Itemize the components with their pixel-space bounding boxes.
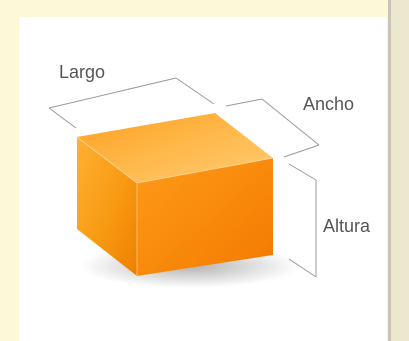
height-dimension-lines bbox=[288, 163, 317, 278]
right-border-edge bbox=[388, 0, 391, 341]
height-label: Altura bbox=[323, 216, 371, 236]
length-dimension-lines bbox=[48, 77, 215, 129]
right-border-strip bbox=[390, 0, 409, 341]
box-side-face bbox=[137, 158, 273, 276]
box-top-face bbox=[77, 113, 273, 183]
length-label: Largo bbox=[59, 62, 105, 82]
width-label: Ancho bbox=[303, 94, 354, 114]
width-dimension-lines bbox=[225, 98, 320, 158]
